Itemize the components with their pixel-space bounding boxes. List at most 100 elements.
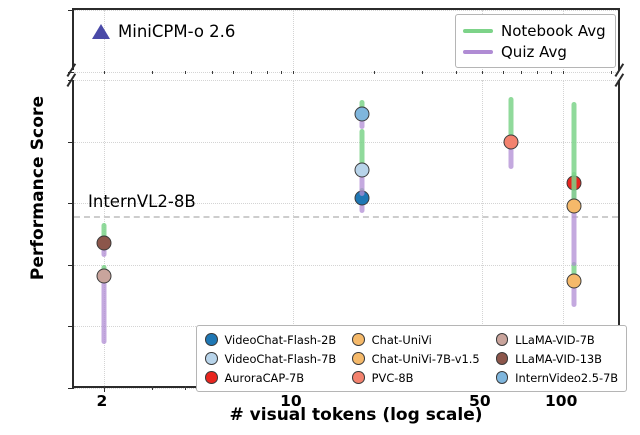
legend-marker-llama-vid-7b (495, 333, 509, 346)
gridline-v (103, 10, 105, 70)
x-tick-minor (563, 70, 565, 74)
reference-line-internvl2-8b (74, 215, 618, 218)
legend-label: PVC-8B (371, 370, 414, 385)
x-tick-minor (103, 70, 105, 74)
legend-marker-pvc-8b (352, 371, 365, 384)
y-axis-title: Performance Score (28, 95, 48, 281)
x-tick-minor (421, 70, 423, 74)
legend-item[interactable]: Chat-UniVi (352, 331, 480, 348)
legend-label: Chat-UniVi-7B-v1.5 (371, 351, 480, 366)
x-tick-label: 100 (545, 392, 578, 410)
gridline-v (292, 80, 294, 386)
triangle-icon (92, 24, 110, 39)
range-bar-notebook (359, 129, 365, 170)
legend-item[interactable]: PVC-8B (352, 369, 480, 386)
legend-swatch (463, 49, 493, 54)
legend-column: VideoChat-Flash-2B VideoChat-Flash-7B Auro… (205, 331, 336, 386)
y-tick (68, 10, 74, 11)
x-tick-minor (550, 70, 552, 74)
legend-item[interactable]: VideoChat-Flash-7B (205, 350, 336, 367)
legend-label: VideoChat-Flash-2B (224, 332, 337, 347)
x-tick-label: 10 (280, 392, 302, 410)
range-bar-quiz (571, 205, 577, 267)
gridline-h (74, 141, 618, 143)
x-tick-minor (503, 70, 505, 74)
gridline-v (563, 80, 565, 386)
range-bar-quiz (101, 275, 107, 344)
data-point-videochat-flash-7b[interactable] (354, 162, 370, 178)
y-tick (68, 264, 74, 266)
x-tick-minor (292, 70, 294, 74)
y-tick (68, 388, 74, 389)
legend-marker-chat-univi-7b-v1-5 (352, 352, 365, 365)
data-point-chat-univi[interactable] (566, 273, 582, 289)
range-bar-quiz (508, 141, 514, 169)
gridline-h (74, 80, 618, 81)
x-tick-minor (610, 70, 612, 74)
x-axis-title: # visual tokens (log scale) (229, 405, 483, 425)
y-tick (68, 203, 74, 205)
legend-label: Quiz Avg (501, 42, 567, 61)
legend-label: LLaMA-VID-7B (515, 332, 595, 347)
x-tick-minor (185, 386, 187, 390)
range-legend-item: Quiz Avg (463, 41, 606, 62)
x-tick-minor (185, 70, 187, 74)
legend-label: InternVideo2.5-7B (515, 370, 619, 385)
legend-label: Notebook Avg (501, 21, 606, 40)
legend-column: LLaMA-VID-7B LLaMA-VID-13B InternVideo2.5-… (495, 331, 619, 386)
x-tick-minor (266, 70, 268, 74)
x-tick-minor (232, 70, 234, 74)
legend-item[interactable]: VideoChat-Flash-2B (205, 331, 336, 348)
x-tick-minor (251, 70, 252, 74)
x-tick-minor (481, 70, 483, 74)
legend-item[interactable]: InternVideo2.5-7B (495, 369, 619, 386)
legend-label: AuroraCAP-7B (224, 370, 305, 385)
legend-label: VideoChat-Flash-7B (224, 351, 337, 366)
x-tick-minor (211, 70, 213, 74)
legend-marker-chat-univi (352, 333, 365, 346)
gridline-h (74, 264, 618, 266)
legend-item[interactable]: LLaMA-VID-13B (495, 350, 618, 367)
legend-label: Chat-UniVi (371, 332, 432, 347)
legend-marker-llama-vid-13b (495, 352, 509, 365)
x-tick-minor (521, 70, 523, 74)
x-tick-label: 2 (96, 392, 108, 410)
range-bar-notebook (571, 102, 577, 206)
minicpm-annotation: MiniCPM-o 2.6 (92, 22, 235, 41)
gridline-h (74, 203, 618, 205)
legend-marker-videochat-flash-2b (205, 333, 218, 346)
range-bar-notebook (101, 222, 107, 243)
x-tick-minor (151, 386, 153, 390)
x-tick-minor (537, 70, 538, 74)
x-tick-minor (280, 70, 282, 74)
gridline-v (292, 10, 294, 70)
y-tick (68, 141, 74, 143)
range-bar-quiz (359, 169, 365, 196)
legend-swatch (463, 28, 493, 33)
y-tick (68, 326, 74, 328)
gridline-h (74, 72, 618, 73)
legend-marker-internvideo2-5-7b (495, 371, 509, 384)
data-point-internvideo2-5-7b[interactable] (354, 106, 370, 122)
x-tick-label: 50 (469, 392, 491, 410)
legend-marker-videochat-flash-7b (205, 352, 218, 365)
x-tick-minor (103, 386, 105, 390)
data-point-pvc-8b[interactable] (503, 134, 519, 150)
x-tick-minor (455, 70, 457, 74)
legend-marker-auroracap-7b (205, 371, 218, 384)
legend-label: LLaMA-VID-13B (515, 351, 602, 366)
range-bar-quiz (571, 280, 577, 307)
data-point-chat-univi-7b-v1-5[interactable] (566, 198, 582, 214)
range-bar-notebook (571, 262, 577, 281)
reference-line-label: InternVL2-8B (88, 191, 196, 211)
x-tick-minor (151, 70, 153, 74)
legend-item[interactable]: Chat-UniVi-7B-v1.5 (352, 350, 480, 367)
legend-item[interactable]: AuroraCAP-7B (205, 369, 336, 386)
data-point-llama-vid-7b[interactable] (96, 268, 112, 284)
data-point-llama-vid-13b[interactable] (96, 235, 112, 251)
legend-item[interactable]: LLaMA-VID-7B (495, 331, 618, 348)
range-legend-item: Notebook Avg (463, 20, 606, 41)
